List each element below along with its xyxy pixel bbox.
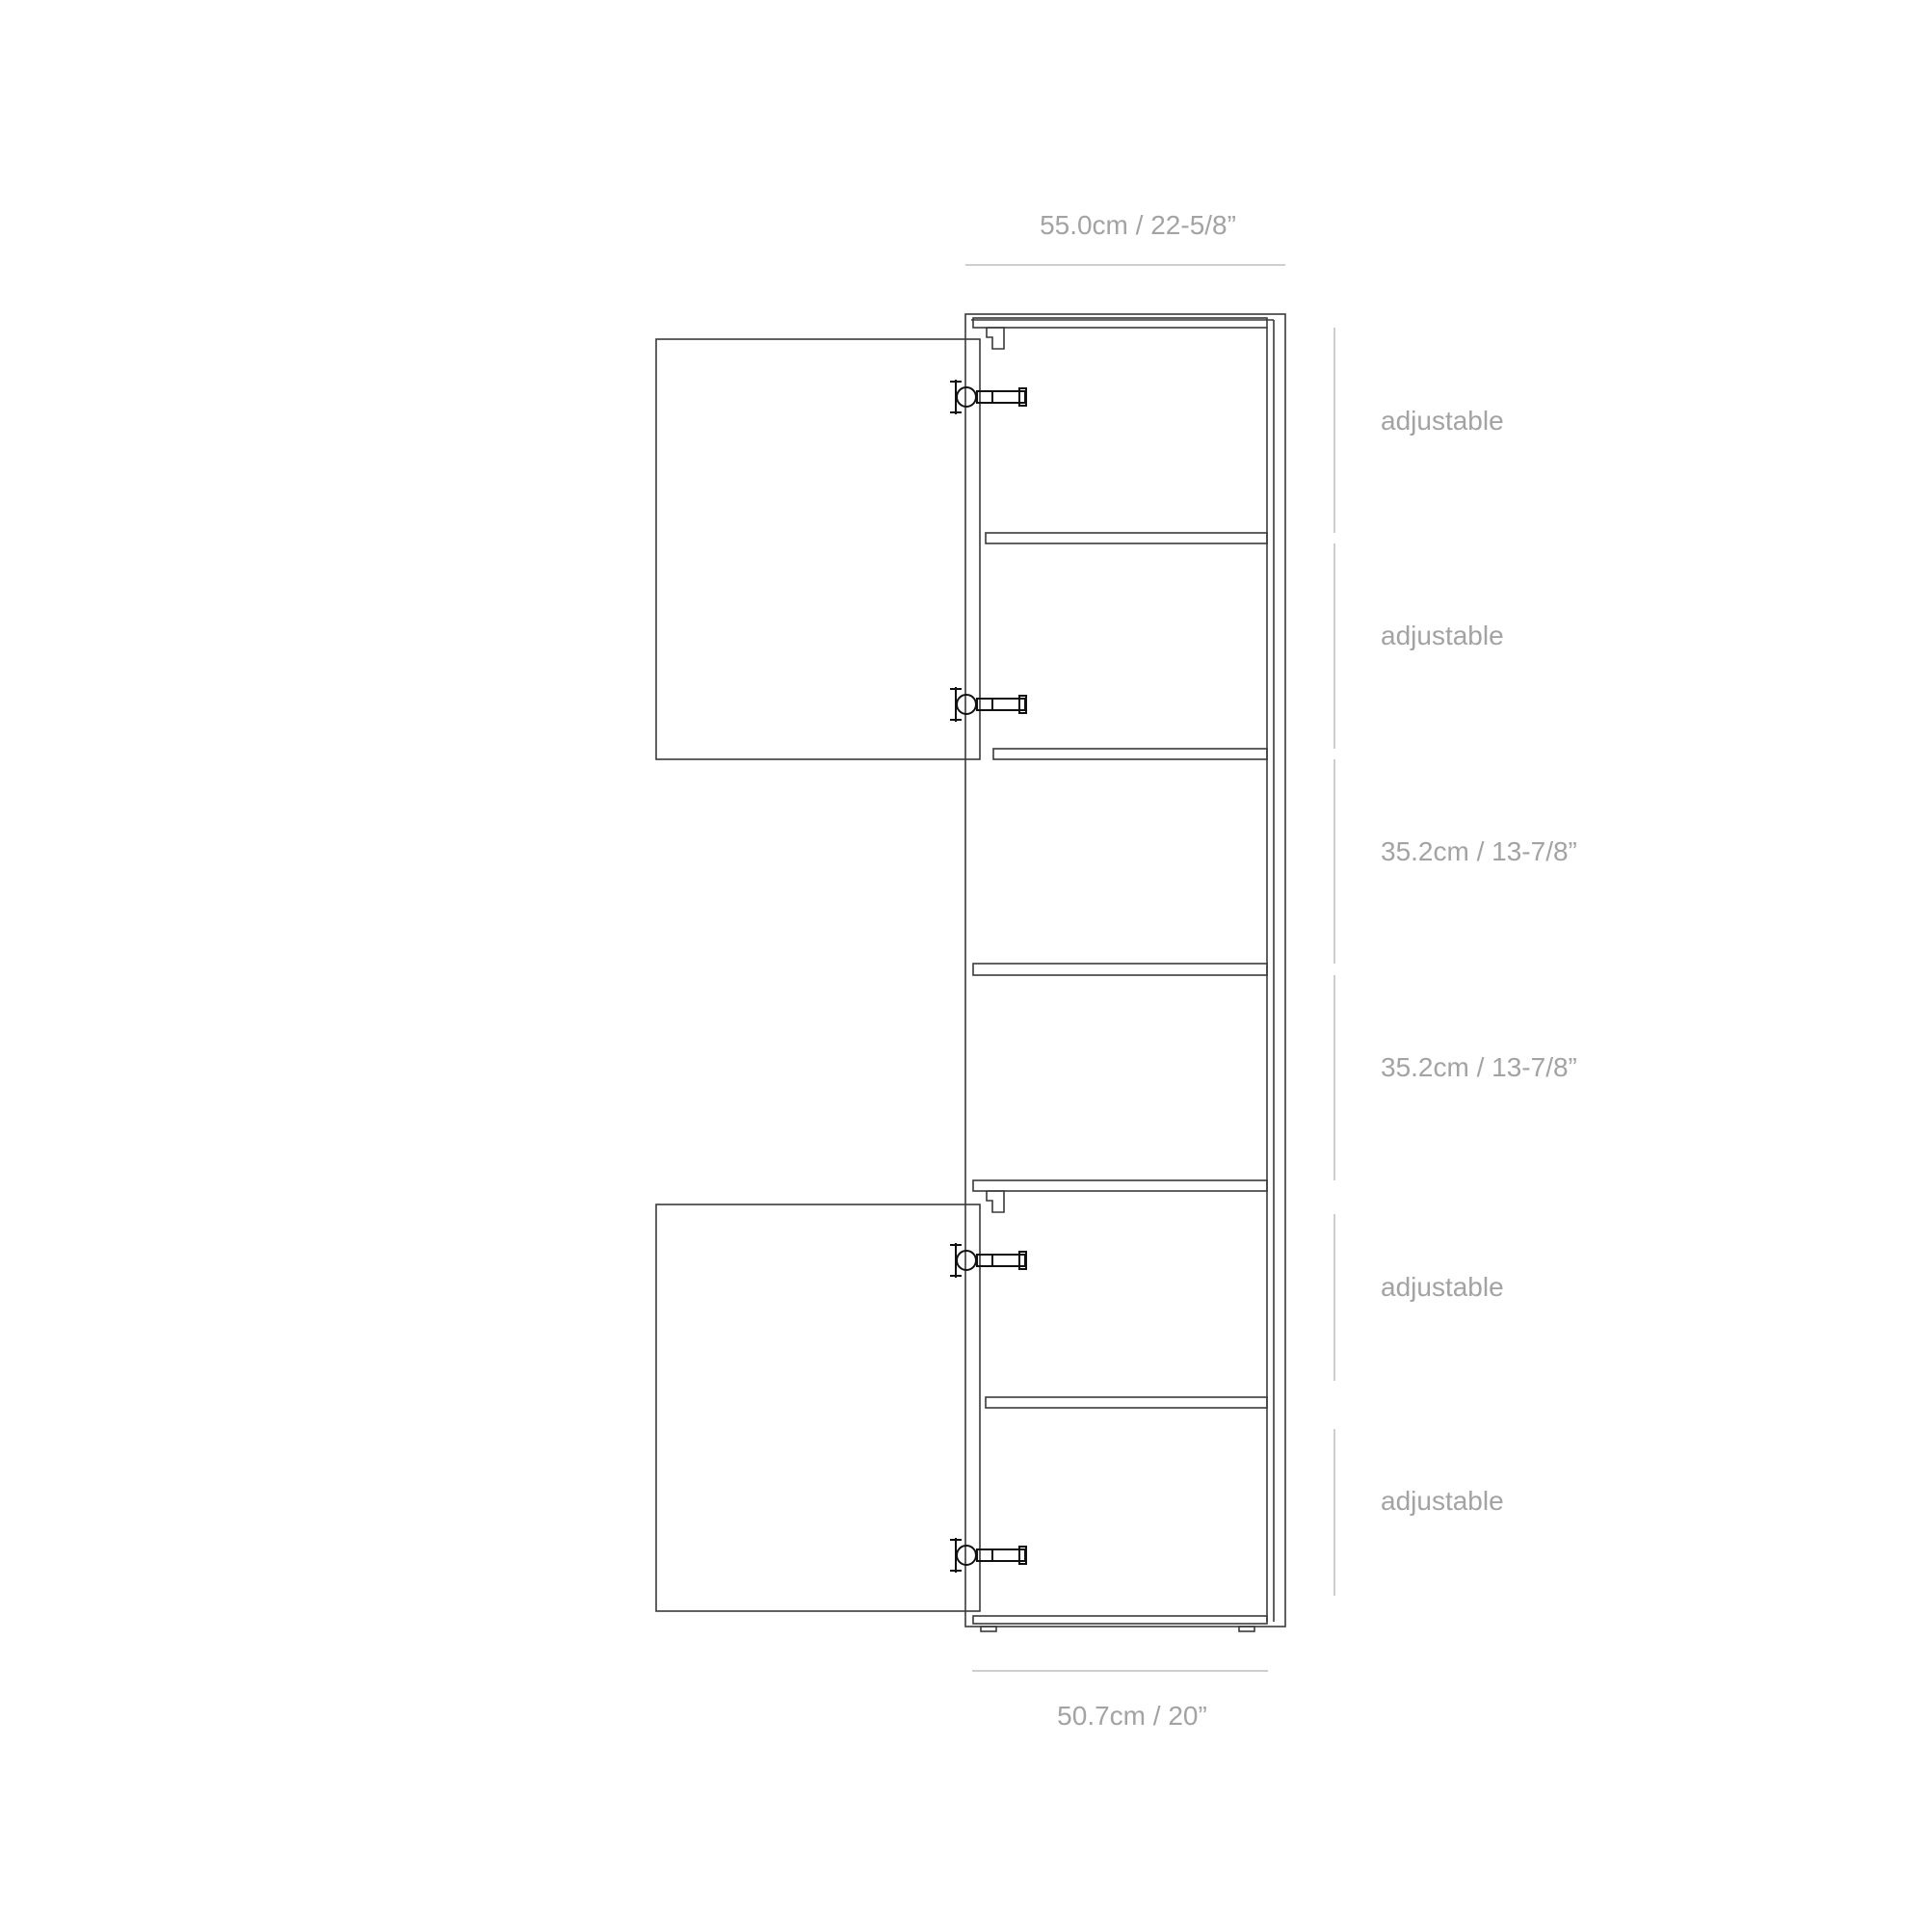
cabinet-body (655, 313, 1286, 1632)
shelf-5 (985, 1396, 1268, 1409)
lower-door (655, 1204, 981, 1612)
middle-door-stop (986, 1190, 1005, 1213)
shelf-3 (972, 963, 1268, 976)
shelf-4 (972, 1179, 1268, 1192)
dimension-lines (965, 264, 1335, 1672)
top-door-stop (986, 327, 1005, 350)
front-foot (980, 1626, 997, 1632)
compartment-5-label: adjustable (1381, 1272, 1504, 1302)
bottom-width-label: 50.7cm / 20” (1057, 1701, 1207, 1731)
top-panel (972, 317, 1268, 329)
compartment-4-label: 35.2cm / 13-7/8” (1381, 1052, 1577, 1082)
compartment-3-label: 35.2cm / 13-7/8” (1381, 836, 1577, 866)
shelf-1 (985, 532, 1268, 544)
hinge-3 (950, 1243, 1027, 1278)
hinge-1 (950, 380, 1027, 414)
shelf-2 (992, 748, 1268, 760)
carcass-outline (964, 313, 1286, 1628)
rear-foot (1238, 1626, 1255, 1632)
compartment-2-label: adjustable (1381, 621, 1504, 650)
hinge-4 (950, 1538, 1027, 1573)
compartment-6-label: adjustable (1381, 1486, 1504, 1516)
hinge-2 (950, 687, 1027, 722)
hinges (950, 380, 1027, 1573)
compartment-1-label: adjustable (1381, 406, 1504, 436)
top-width-label: 55.0cm / 22-5/8” (1040, 210, 1236, 240)
upper-door (655, 338, 981, 760)
bottom-panel (972, 1615, 1268, 1625)
